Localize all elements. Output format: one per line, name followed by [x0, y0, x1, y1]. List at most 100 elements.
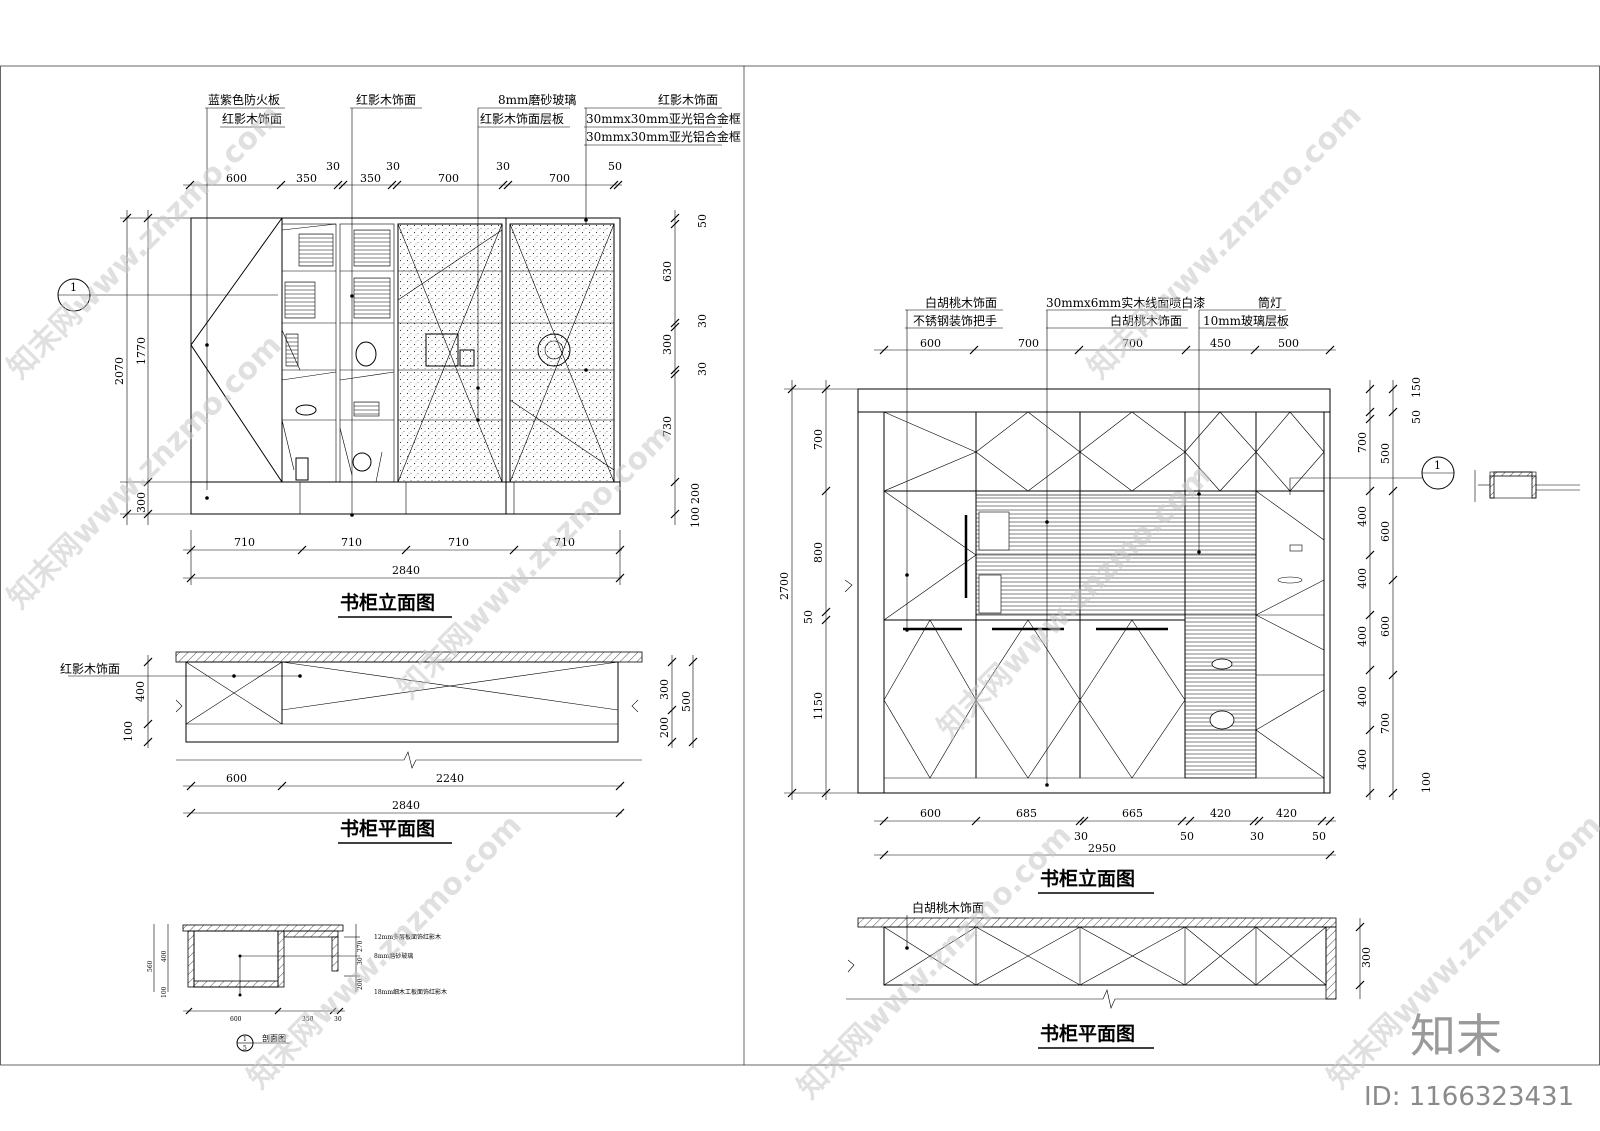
re-callout-1a: 白胡桃木饰面: [925, 295, 997, 310]
le-right-dim-7: 200: [689, 483, 702, 504]
brand-logo: 知末: [1410, 1009, 1502, 1063]
right-plan: [846, 915, 1365, 1009]
ls-note-2: 8mm磨砂玻璃: [374, 952, 413, 960]
right-elevation: [784, 309, 1580, 860]
lp-right-dim-3: 200: [658, 717, 671, 738]
re-top-dim-1: 600: [920, 337, 941, 350]
re-right-dim-1: 150: [1410, 377, 1423, 398]
le-left-dim-1: 2070: [113, 357, 126, 385]
re-right-dim-4: 500: [1379, 443, 1392, 464]
re-left-dim-1: 2700: [778, 572, 791, 600]
lp-total: 2840: [392, 799, 420, 812]
re-bottom-dim-5: 50: [1180, 830, 1194, 843]
le-callout-1b: 红影木饰面: [222, 111, 282, 126]
le-bottom-dimlines: [183, 530, 625, 585]
re-right-dim-7: 400: [1356, 568, 1369, 589]
ls-marker-bottom: 5: [243, 1045, 247, 1052]
re-callout-3b: 10mm玻璃层板: [1203, 314, 1289, 328]
re-top-dim-5: 500: [1278, 337, 1299, 350]
ls-left-dim-1: 560: [147, 960, 154, 972]
re-right-dim-13: 100: [1420, 772, 1433, 793]
ls-marker-top: 1: [243, 1036, 247, 1043]
lp-title: 书柜平面图: [340, 818, 435, 840]
ls-bottom-dim-2: 350: [302, 1016, 314, 1023]
le-callout-4a: 红影木饰面: [658, 92, 718, 107]
re-callout-3a: 筒灯: [1258, 295, 1282, 310]
left-plan: [68, 651, 698, 818]
le-cabinet: [190, 217, 621, 515]
le-top-dim-4: 350: [360, 172, 381, 185]
re-section-marker-num: 1: [1434, 459, 1441, 472]
ls-left-dim-3: 100: [161, 986, 168, 998]
watermark-3: 知末网www.znzmo.com: [1, 328, 289, 616]
le-top-dim-3: 30: [326, 160, 340, 173]
le-bottom-dim-1: 710: [234, 536, 255, 549]
lp-right-dim-1: 300: [658, 679, 671, 700]
lp-bottom-dim-2: 2240: [436, 772, 464, 785]
ls-bottom-dim-3: 30: [334, 1016, 342, 1023]
re-bottom-dim-2: 685: [1016, 807, 1037, 820]
le-right-dim-6: 730: [661, 416, 674, 437]
re-right-dim-8: 400: [1356, 626, 1369, 647]
le-right-dim-5: 30: [696, 362, 709, 376]
re-bottom-dim-7: 30: [1250, 830, 1264, 843]
le-right-dim-8: 100: [689, 507, 702, 528]
rp-title: 书柜平面图: [1040, 1023, 1135, 1045]
lp-bottom-dim-1: 600: [226, 772, 247, 785]
left-section: [153, 924, 360, 1052]
re-bottom-dim-1: 600: [920, 807, 941, 820]
re-right-dim-6: 600: [1379, 521, 1392, 542]
left-elevation: 蓝紫色防火板 红影木饰面 红影木饰面 8mm磨砂玻璃 红影木饰面层板 红影木饰面…: [57, 92, 741, 618]
le-right-dim-2: 630: [661, 261, 674, 282]
le-section-marker: [57, 278, 278, 312]
ls-right-dim-1: 270: [357, 940, 364, 952]
lp-left-dim-1: 400: [134, 681, 147, 702]
ls-right-dim-2: 30: [357, 957, 364, 965]
re-top-dim-4: 450: [1210, 337, 1231, 350]
re-top-dim-3: 700: [1122, 337, 1143, 350]
re-right-dim-2: 50: [1410, 410, 1423, 424]
le-top-dim-8: 700: [549, 172, 570, 185]
le-top-dim-9: 50: [608, 160, 622, 173]
re-callout-2a: 30mmx6mm实木线面喷白漆: [1046, 295, 1205, 310]
le-right-dimlines: [670, 210, 680, 525]
re-bottom-dim-8: 420: [1276, 807, 1297, 820]
le-callout-4b: 30mmx30mm亚光铝合金框: [586, 111, 741, 126]
watermark-6: 知末网www.znzmo.com: [791, 818, 1079, 1106]
re-title: 书柜立面图: [1040, 867, 1135, 890]
le-left-dim-2: 1770: [135, 337, 148, 365]
ls-note-1: 12mm多层板面饰红影木: [374, 933, 441, 941]
re-left-dim-3: 800: [812, 542, 825, 563]
re-bottom-dim-9: 50: [1312, 830, 1326, 843]
le-left-dim-3: 300: [135, 492, 148, 513]
image-id: ID: 1166323431: [1364, 1082, 1574, 1112]
re-right-dim-3: 700: [1356, 432, 1369, 453]
re-right-dim-9: 600: [1379, 616, 1392, 637]
le-total: 2840: [392, 564, 420, 577]
le-top-dim-7: 30: [496, 160, 510, 173]
lp-right-dim-2: 500: [680, 691, 693, 712]
re-total: 2950: [1088, 842, 1116, 855]
le-top-dimline: [183, 180, 623, 190]
lp-left-dim-2: 100: [122, 721, 135, 742]
re-right-dim-12: 400: [1356, 749, 1369, 770]
re-left-dim-5: 1150: [812, 692, 825, 720]
re-right-dim-11: 700: [1379, 713, 1392, 734]
re-callout-2b: 白胡桃木饰面: [1110, 313, 1182, 328]
le-title: 书柜立面图: [340, 591, 435, 614]
le-top-dim-2: 350: [296, 172, 317, 185]
re-left-dim-2: 700: [812, 429, 825, 450]
le-right-dim-3: 30: [696, 314, 709, 328]
le-top-dim-1: 600: [226, 172, 247, 185]
re-bottom-dim-6: 420: [1210, 807, 1231, 820]
re-right-dim-5: 400: [1356, 506, 1369, 527]
ls-bottom-dim-1: 600: [230, 1016, 242, 1023]
le-callout-3b: 红影木饰面层板: [480, 111, 564, 126]
le-bottom-dim-4: 710: [554, 536, 575, 549]
lp-label: 红影木饰面: [60, 661, 120, 676]
le-callout-2a: 红影木饰面: [356, 92, 416, 107]
le-top-dim-6: 700: [438, 172, 459, 185]
ls-right-dim-3: 200: [357, 978, 364, 990]
le-callout-1a: 蓝紫色防火板: [208, 92, 280, 107]
